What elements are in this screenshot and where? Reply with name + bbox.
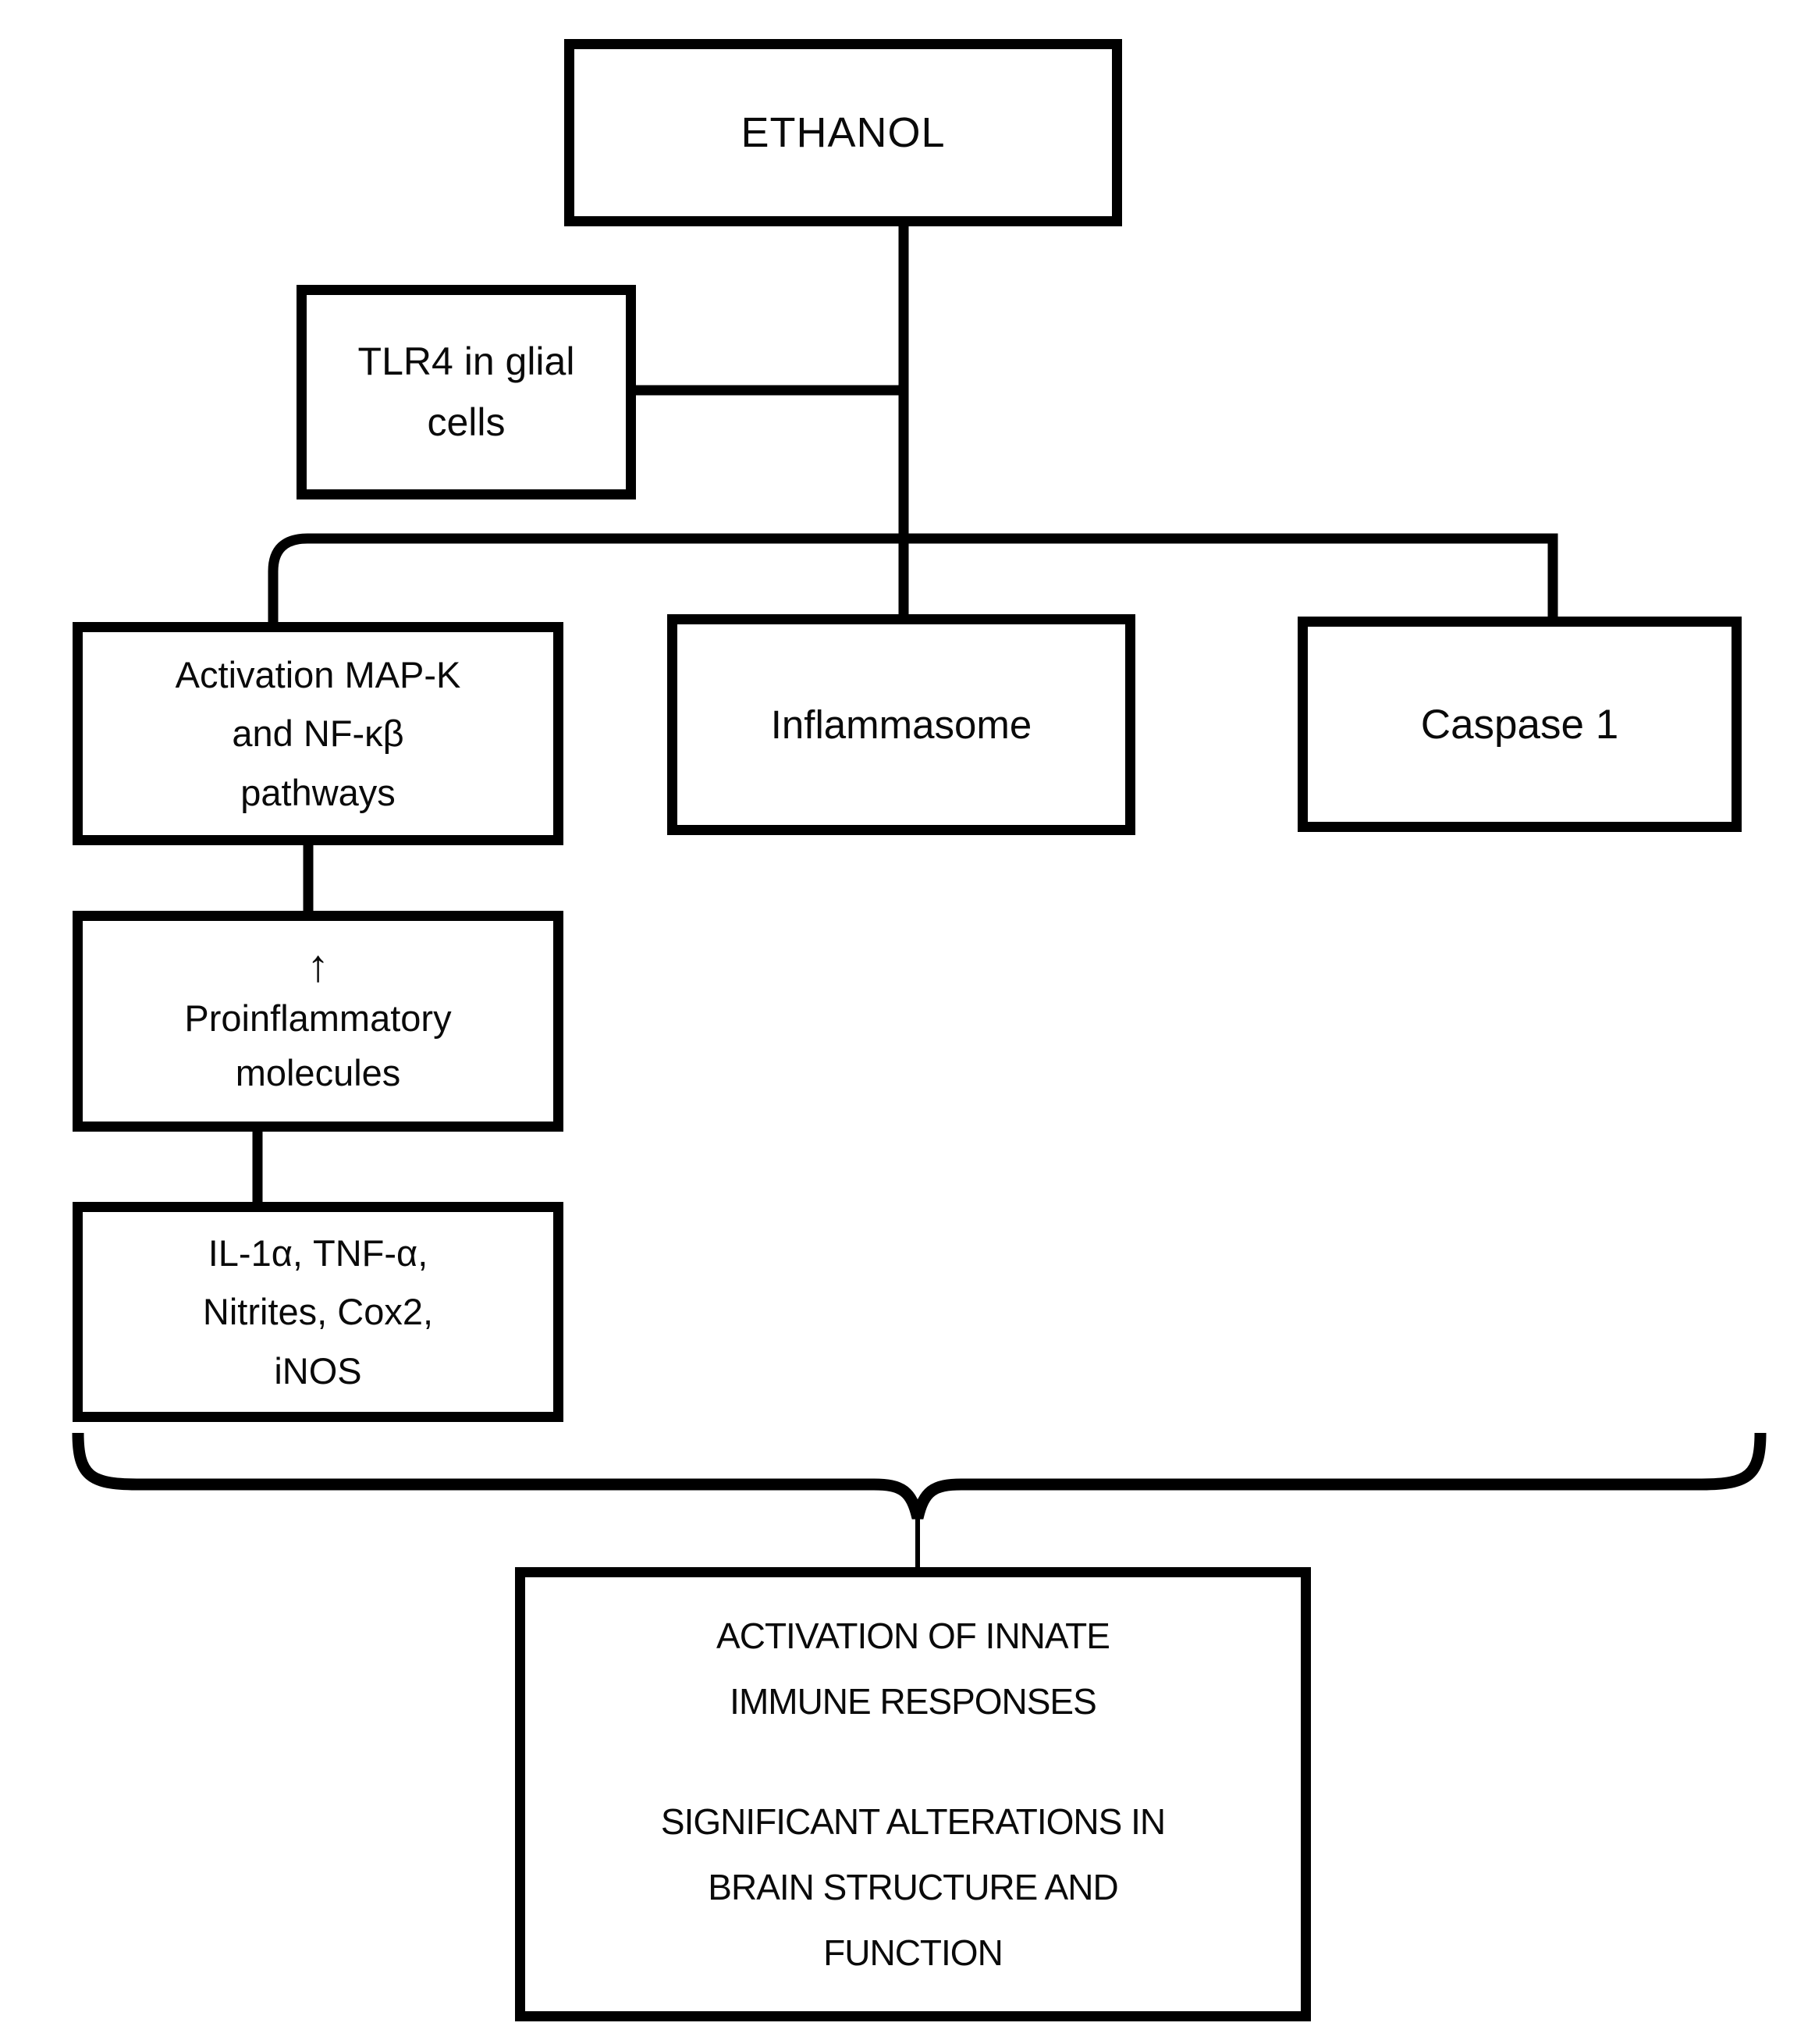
node-mediators: IL-1α, TNF-α, Nitrites, Cox2, iNOS <box>73 1202 563 1422</box>
node-caspase1-label: Caspase 1 <box>1420 701 1619 748</box>
node-ethanol-label: ETHANOL <box>741 109 946 156</box>
brace <box>72 1432 1767 1520</box>
outcome-line: ACTIVATION OF INNATE <box>716 1616 1110 1656</box>
node-proinflammatory-line: Proinflammatory <box>184 997 452 1039</box>
node-tlr4: TLR4 in glial cells <box>297 285 636 499</box>
branch-line <box>268 533 1558 624</box>
node-mediators-line: iNOS <box>274 1349 362 1392</box>
node-inflammasome: Inflammasome <box>667 614 1135 835</box>
outcome-line: IMMUNE RESPONSES <box>730 1681 1097 1722</box>
node-mapk-line: Activation MAP-K <box>175 654 461 696</box>
node-mapk-line: and NF-κβ <box>232 713 404 755</box>
node-mapk-line: pathways <box>240 771 396 813</box>
node-tlr4-line: cells <box>427 400 506 444</box>
outcome-line: FUNCTION <box>823 1932 1003 1973</box>
outcome-paragraph-brain: SIGNIFICANT ALTERATIONS IN BRAIN STRUCTU… <box>660 1789 1166 1985</box>
node-proinflammatory: ↑ Proinflammatory molecules <box>73 911 563 1132</box>
node-inflammasome-label: Inflammasome <box>770 702 1032 747</box>
node-caspase1: Caspase 1 <box>1298 617 1742 832</box>
outcome-line: SIGNIFICANT ALTERATIONS IN <box>660 1801 1166 1842</box>
node-proinflammatory-line: molecules <box>235 1052 401 1094</box>
node-mapk-pathways: Activation MAP-K and NF-κβ pathways <box>73 622 563 845</box>
arrow-up-icon: ↑ <box>307 940 329 992</box>
outcome-paragraph-immune: ACTIVATION OF INNATE IMMUNE RESPONSES <box>716 1603 1110 1734</box>
node-ethanol: ETHANOL <box>564 39 1122 226</box>
node-mediators-line: IL-1α, TNF-α, <box>208 1232 428 1274</box>
node-mediators-line: Nitrites, Cox2, <box>202 1291 434 1333</box>
node-outcome: ACTIVATION OF INNATE IMMUNE RESPONSES SI… <box>515 1567 1311 2021</box>
node-tlr4-line: TLR4 in glial <box>357 339 575 383</box>
outcome-line: BRAIN STRUCTURE AND <box>708 1867 1118 1907</box>
